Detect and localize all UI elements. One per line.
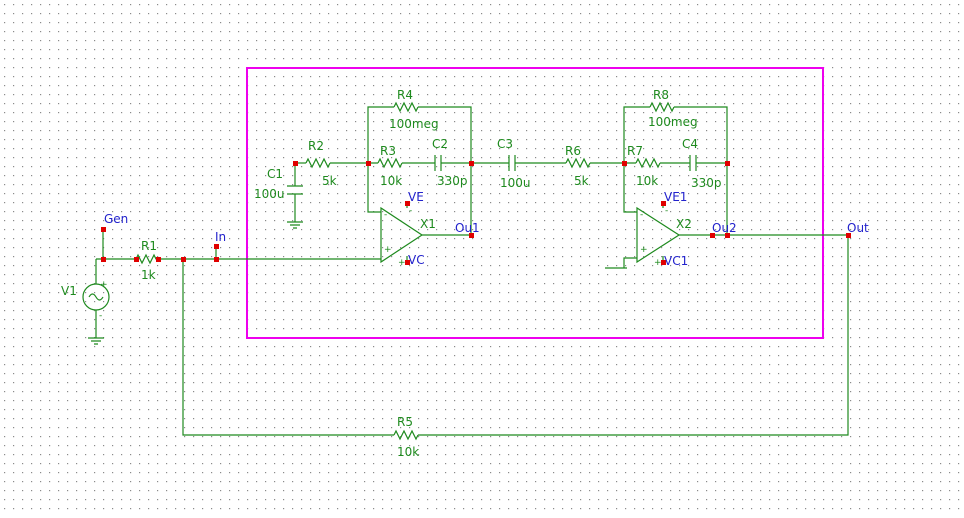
c3-capacitor[interactable] [508, 155, 516, 171]
subcircuit-box[interactable] [246, 67, 824, 339]
c2-name: C2 [432, 137, 448, 151]
net-label-ou1[interactable]: Ou1 [455, 221, 480, 235]
r3-value: 10k [380, 174, 402, 188]
x2-minus-mark: - [640, 210, 643, 220]
r8-resistor[interactable] [649, 101, 675, 113]
c2-capacitor[interactable] [433, 155, 443, 171]
net-label-out[interactable]: Out [847, 221, 869, 235]
c3-name: C3 [497, 137, 513, 151]
junction-nodes [101, 161, 851, 265]
r5-value: 10k [397, 445, 419, 459]
c4-capacitor[interactable] [688, 155, 698, 171]
c4-value: 330p [691, 176, 722, 190]
r6-resistor[interactable] [565, 157, 591, 169]
v1-voltage-source[interactable]: + - [82, 280, 110, 321]
r1-resistor[interactable] [135, 253, 158, 265]
c1-capacitor[interactable] [287, 182, 303, 198]
r4-value: 100meg [389, 117, 439, 131]
x1-name: X1 [420, 217, 436, 231]
x2-name: X2 [676, 217, 692, 231]
r6-name: R6 [565, 144, 581, 158]
net-label-ve[interactable]: VE [408, 190, 424, 204]
x1-ve-pin-mark: - [409, 206, 412, 216]
r5-resistor[interactable] [393, 429, 419, 441]
r2-name: R2 [308, 139, 324, 153]
c2-value: 330p [437, 174, 468, 188]
x2-vc-pin-mark: + [654, 258, 662, 268]
net-label-vc[interactable]: VC [408, 253, 425, 267]
c3-value: 100u [500, 176, 531, 190]
c4-name: C4 [682, 137, 698, 151]
r7-name: R7 [627, 144, 643, 158]
net-label-gen[interactable]: Gen [104, 212, 128, 226]
v1-name: V1 [61, 284, 77, 298]
r3-name: R3 [380, 144, 396, 158]
ground-symbol-c1 [287, 221, 303, 229]
r5-name: R5 [397, 415, 413, 429]
x1-plus-mark: + [384, 245, 392, 255]
x1-vc-pin-mark: + [398, 258, 406, 268]
r3-resistor[interactable] [377, 157, 403, 169]
r1-name: R1 [141, 239, 157, 253]
x2-ve-pin-mark: - [665, 206, 668, 216]
net-label-vc1[interactable]: VC1 [664, 254, 688, 268]
ground-symbol-v1 [88, 337, 104, 345]
r1-value: 1k [141, 268, 156, 282]
r6-value: 5k [574, 174, 589, 188]
r4-name: R4 [397, 88, 413, 102]
x2-opamp[interactable]: - + - + [636, 206, 681, 268]
net-label-ve1[interactable]: VE1 [664, 190, 687, 204]
net-label-ou2[interactable]: Ou2 [712, 221, 737, 235]
c1-value: 100u [254, 187, 285, 201]
v1-plus-mark: + [100, 280, 108, 290]
r8-name: R8 [653, 88, 669, 102]
v1-minus-mark: - [99, 311, 102, 321]
r7-value: 10k [636, 174, 658, 188]
c1-name: C1 [267, 167, 283, 181]
net-label-in[interactable]: In [215, 230, 226, 244]
r7-resistor[interactable] [635, 157, 661, 169]
x2-plus-mark: + [640, 245, 648, 255]
r4-resistor[interactable] [393, 101, 419, 113]
r2-value: 5k [322, 174, 337, 188]
x1-minus-mark: - [384, 210, 387, 220]
r8-value: 100meg [648, 115, 698, 129]
r2-resistor[interactable] [305, 157, 331, 169]
x1-opamp[interactable]: - + - + [380, 206, 424, 268]
